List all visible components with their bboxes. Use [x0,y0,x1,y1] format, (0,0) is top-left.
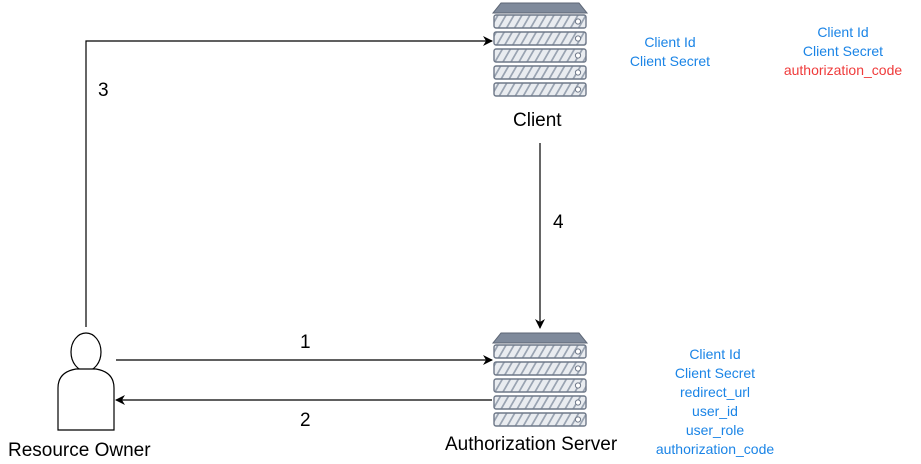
client-info: Client Id Client Secret [610,33,730,71]
person-icon [57,332,115,431]
flow-label-4: 4 [553,212,564,233]
client-after-client-secret: Client Secret [802,43,884,59]
flow-label-3: 3 [98,80,109,101]
auth-info-client-id: Client Id [689,346,741,362]
client-info-after: Client Id Client Secret authorization_co… [768,23,918,80]
authorization-server-icon [491,332,589,427]
arrow-3 [85,36,493,327]
auth-server-info: Client Id Client Secret redirect_url use… [640,345,790,459]
authorization-server-label: Authorization Server [445,434,618,455]
flow-label-2: 2 [300,410,311,431]
auth-info-client-secret: Client Secret [674,365,756,381]
auth-info-user-id: user_id [692,403,738,419]
auth-info-user-role: user_role [685,422,745,438]
resource-owner-label: Resource Owner [8,440,151,461]
client-after-authorization-code: authorization_code [783,62,903,78]
client-after-client-id: Client Id [817,24,869,40]
client-info-client-secret: Client Secret [629,53,711,69]
auth-info-authorization-code: authorization_code [655,441,775,457]
client-info-client-id: Client Id [644,34,696,50]
flow-label-1: 1 [300,332,311,353]
client-label: Client [513,110,562,131]
auth-info-redirect-url: redirect_url [679,384,751,400]
client-server-icon [491,2,589,97]
